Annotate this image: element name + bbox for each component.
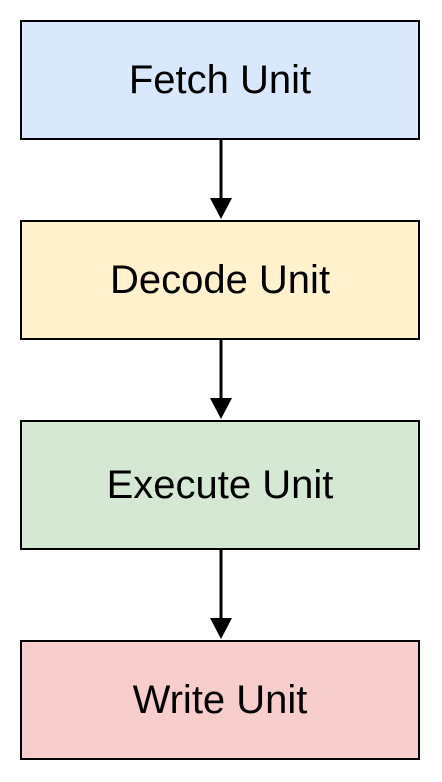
arrow-head <box>210 198 232 219</box>
arrow-head <box>210 618 232 639</box>
decode-unit-box: Decode Unit <box>20 220 420 340</box>
write-unit-box: Write Unit <box>20 640 420 760</box>
execute-unit-box: Execute Unit <box>20 420 420 550</box>
decode-unit-label: Decode Unit <box>109 258 331 302</box>
arrow-execute-to-write <box>210 550 232 639</box>
arrow-fetch-to-decode <box>210 140 232 219</box>
write-unit-label: Write Unit <box>132 678 308 722</box>
arrow-decode-to-execute <box>210 340 232 419</box>
fetch-unit-box: Fetch Unit <box>20 20 420 140</box>
fetch-unit-label: Fetch Unit <box>128 58 312 102</box>
execute-unit-label: Execute Unit <box>106 463 334 507</box>
arrow-head <box>210 398 232 419</box>
